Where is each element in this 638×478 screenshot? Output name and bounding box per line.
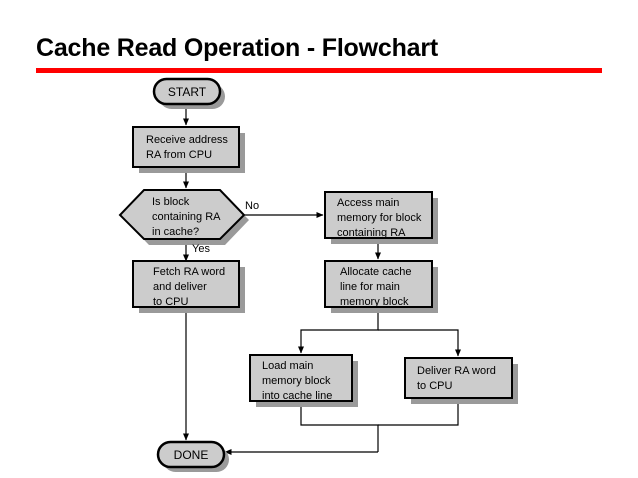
node-start-label: START xyxy=(168,85,207,99)
edge-allocate-split-to-load xyxy=(298,307,379,354)
edge-label-yes: Yes xyxy=(192,243,210,255)
edge-deliver-merge-down xyxy=(378,398,459,426)
node-load-memory-block-line3: into cache line xyxy=(262,390,332,402)
node-access-main-memory-line1: Access main xyxy=(337,197,399,209)
node-decision-line1: Is block xyxy=(152,196,190,208)
node-allocate-cache-line-line2: line for main xyxy=(340,281,400,293)
edge-load-merge-down xyxy=(300,402,379,452)
edge-allocate-split-to-deliver xyxy=(378,329,461,357)
node-receive-address-shape xyxy=(132,126,240,168)
node-access-main-memory-shape xyxy=(324,191,433,239)
node-done[interactable]: DONE xyxy=(156,440,229,472)
node-access-main-memory[interactable]: Access main memory for block containing … xyxy=(324,191,438,244)
node-deliver-ra-word-line2: to CPU xyxy=(417,380,453,392)
node-start[interactable]: START xyxy=(152,77,225,109)
node-allocate-cache-line-shape xyxy=(324,260,433,308)
connectors xyxy=(183,104,461,455)
edge-label-no: No xyxy=(245,200,259,212)
node-done-label: DONE xyxy=(174,448,209,462)
node-decision-line2: containing RA xyxy=(152,211,221,223)
node-receive-address[interactable]: Receive address RA from CPU xyxy=(132,126,245,173)
node-fetch-ra-word-line2: and deliver xyxy=(153,281,207,293)
node-allocate-cache-line-line1: Allocate cache xyxy=(340,266,412,278)
node-start-shape xyxy=(152,77,222,106)
node-done-shape xyxy=(156,440,226,469)
node-receive-address-line2: RA from CPU xyxy=(146,149,212,161)
node-load-memory-block-line1: Load main xyxy=(262,360,313,372)
node-deliver-ra-word-line1: Deliver RA word xyxy=(417,365,496,377)
node-allocate-cache-line[interactable]: Allocate cache line for main memory bloc… xyxy=(324,260,438,313)
node-access-main-memory-line3: containing RA xyxy=(337,227,406,239)
node-receive-address-line1: Receive address xyxy=(146,134,228,146)
node-deliver-ra-word-shape xyxy=(404,357,513,399)
node-fetch-ra-word-line3: to CPU xyxy=(153,296,189,308)
node-fetch-ra-word-shape xyxy=(132,260,240,308)
node-decision-line3: in cache? xyxy=(152,226,199,238)
node-decision-shape xyxy=(118,189,246,240)
title-underline-rule xyxy=(36,68,602,73)
page-title: Cache Read Operation - Flowchart xyxy=(36,34,439,62)
node-load-memory-block[interactable]: Load main memory block into cache line xyxy=(249,354,358,407)
node-allocate-cache-line-line3: memory block xyxy=(340,296,409,308)
node-fetch-ra-word[interactable]: Fetch RA word and deliver to CPU xyxy=(132,260,245,313)
node-fetch-ra-word-line1: Fetch RA word xyxy=(153,266,225,278)
node-decision-block-in-cache[interactable]: Is block containing RA in cache? xyxy=(118,189,249,245)
node-access-main-memory-line2: memory for block xyxy=(337,212,422,224)
node-load-memory-block-shape xyxy=(249,354,353,402)
node-deliver-ra-word[interactable]: Deliver RA word to CPU xyxy=(404,357,518,404)
node-load-memory-block-line2: memory block xyxy=(262,375,331,387)
